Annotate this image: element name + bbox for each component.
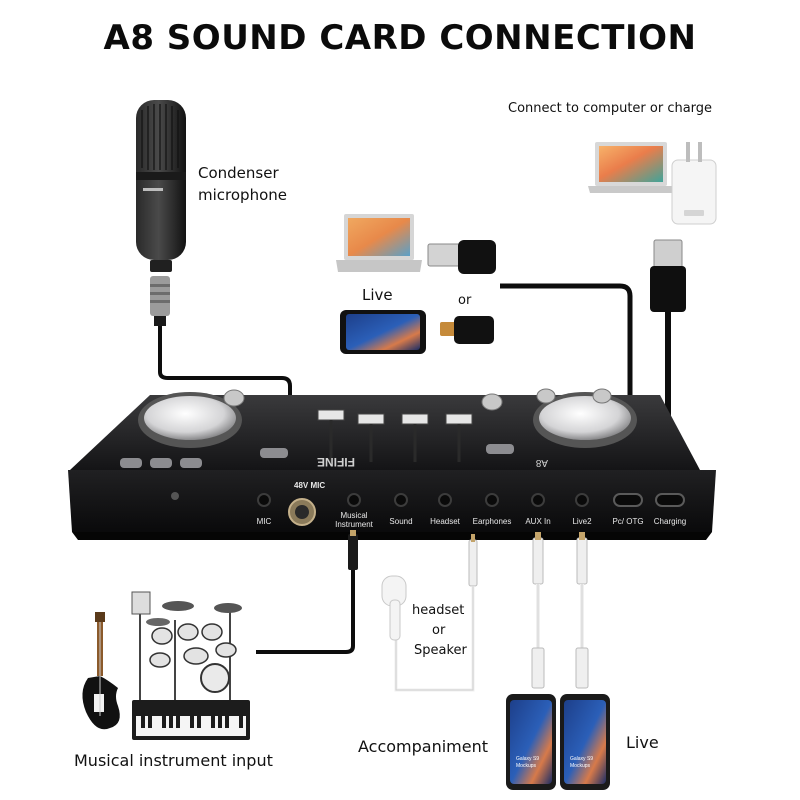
label-speaker: Speaker <box>414 643 468 658</box>
port-charging <box>655 493 685 507</box>
condenser-microphone <box>136 100 186 326</box>
sound-card-device: FIFINE A8 48V MIC <box>68 388 716 540</box>
phone-screen-line2-b: Mockups <box>570 763 591 769</box>
port-label-live2: Live2 <box>572 517 592 526</box>
phone-live-top <box>340 310 426 354</box>
instrument-cable <box>256 530 358 654</box>
keyboard-instrument <box>132 700 250 740</box>
port-instrument-jack <box>347 493 361 507</box>
black-key <box>169 716 173 728</box>
port-label-pc-otg: Pc/ OTG <box>612 517 643 526</box>
port-label-charging: Charging <box>654 517 686 526</box>
label-condenser-2: microphone <box>198 186 287 204</box>
aux-cable <box>531 532 545 689</box>
port-label-earphones: Earphones <box>473 517 512 526</box>
black-key <box>211 716 215 728</box>
mic-48v-label: 48V MIC <box>294 481 325 490</box>
port-pc-otg <box>613 493 643 507</box>
drum-kit <box>131 591 242 700</box>
phone-screen-line2: Mockups <box>516 763 537 769</box>
black-key <box>148 716 152 728</box>
device-model: A8 <box>535 457 548 468</box>
laptop-live <box>336 214 422 272</box>
port-sound-jack <box>394 493 408 507</box>
black-key <box>225 716 229 728</box>
electric-guitar <box>82 612 120 730</box>
port-headset-jack <box>438 493 452 507</box>
phone-screen-line1-b: Galaxy S9 <box>570 756 593 762</box>
label-or-top: or <box>458 293 472 308</box>
headset-cable <box>381 534 478 692</box>
port-label-sound: Sound <box>389 517 412 526</box>
label-live-top: Live <box>362 286 393 304</box>
screw-icon <box>171 492 179 500</box>
type-c-adapter <box>440 316 494 344</box>
label-connect-computer: Connect to computer or charge <box>508 101 712 116</box>
phone-screen-line1: Galaxy S9 <box>516 756 539 762</box>
phone-accompaniment: Galaxy S9 Mockups <box>506 694 556 790</box>
mic-cable <box>158 326 292 450</box>
black-key <box>190 716 194 728</box>
port-live2-jack <box>575 493 589 507</box>
black-key <box>218 716 222 728</box>
port-mic-jack <box>257 493 271 507</box>
black-key <box>141 716 145 728</box>
label-headset: headset <box>412 603 464 618</box>
usb-otg-adapter <box>427 240 496 274</box>
label-condenser-1: Condenser <box>198 164 279 182</box>
phone-live-bottom: Galaxy S9 Mockups <box>560 694 610 790</box>
page-title: A8 SOUND CARD CONNECTION <box>103 18 697 58</box>
port-aux-jack <box>531 493 545 507</box>
black-key <box>239 716 243 728</box>
black-key <box>176 716 180 728</box>
port-label-mic: MIC <box>257 517 272 526</box>
port-earphones-jack <box>485 493 499 507</box>
port-label-headset: Headset <box>430 517 461 526</box>
port-label-aux-in: AUX In <box>525 517 550 526</box>
label-accompaniment: Accompaniment <box>358 737 488 756</box>
usb-wall-charger <box>671 142 717 225</box>
device-brand: FIFINE <box>317 455 355 469</box>
pc-otg-cable <box>500 283 633 450</box>
label-live-bottom: Live <box>626 733 659 752</box>
laptop-top-right <box>588 142 674 193</box>
live2-cable <box>575 532 589 689</box>
black-key <box>197 716 201 728</box>
black-key <box>162 716 166 728</box>
label-headset-or: or <box>432 623 446 638</box>
label-musical-input: Musical instrument input <box>74 751 273 770</box>
